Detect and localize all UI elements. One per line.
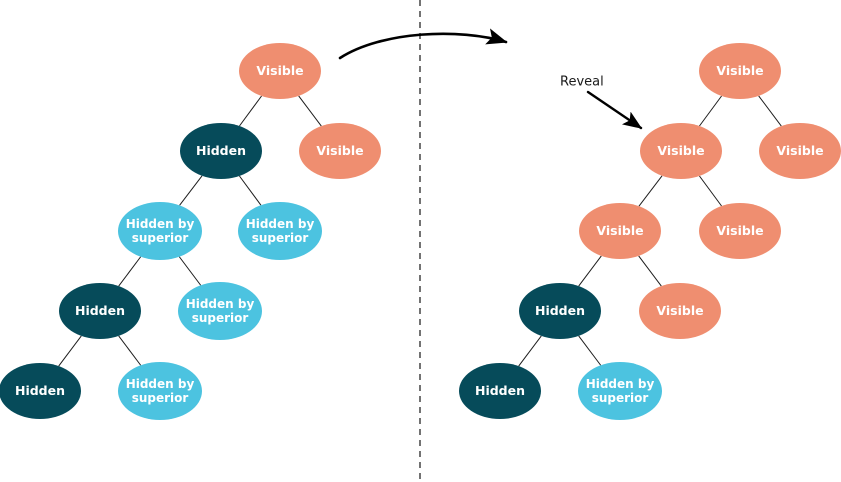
node-ellipse[interactable] (578, 362, 662, 420)
tree-edge (758, 95, 782, 127)
node-ellipse[interactable] (639, 283, 721, 339)
tree-edge (518, 335, 542, 367)
tree-node-visible[interactable]: Visible (299, 123, 381, 179)
before-tree-edges (58, 95, 322, 367)
node-ellipse[interactable] (0, 363, 81, 419)
tree-node-visible[interactable]: Visible (699, 203, 781, 259)
after-tree-edges (518, 95, 782, 367)
node-ellipse[interactable] (118, 202, 202, 260)
reveal-annotation-label: Reveal (560, 75, 604, 90)
tree-node-hidden[interactable]: Hidden (519, 283, 601, 339)
tree-node-visible[interactable]: Visible (239, 43, 321, 99)
tree-edge (699, 175, 722, 207)
node-ellipse[interactable] (59, 283, 141, 339)
node-label: Visible (256, 63, 303, 78)
node-ellipse[interactable] (640, 123, 722, 179)
node-label: Visible (656, 303, 703, 318)
node-ellipse[interactable] (759, 123, 841, 179)
node-ellipse[interactable] (118, 362, 202, 420)
node-label: Visible (776, 143, 823, 158)
node-ellipse[interactable] (299, 123, 381, 179)
node-label: Hidden (196, 143, 246, 158)
tree-node-visible[interactable]: Visible (639, 283, 721, 339)
tree-node-visible[interactable]: Visible (579, 203, 661, 259)
reveal-arrow-icon (586, 90, 643, 130)
tree-edge (118, 256, 142, 287)
tree-edge (298, 95, 322, 127)
tree-edge (638, 255, 662, 287)
tree-node-hidden[interactable]: Hidden (0, 363, 81, 419)
node-ellipse[interactable] (459, 363, 541, 419)
node-label: Visible (316, 143, 363, 158)
tree-edge (179, 175, 203, 206)
tree-node-visible[interactable]: Visible (640, 123, 722, 179)
tree-node-hidden[interactable]: Hidden (459, 363, 541, 419)
tree-node-hidden[interactable]: Hidden (180, 123, 262, 179)
tree-node-hidden[interactable]: Hidden (59, 283, 141, 339)
tree-edge (58, 335, 82, 367)
node-label: Hidden (75, 303, 125, 318)
tree-edge (578, 255, 602, 287)
node-label: Hidden (15, 383, 65, 398)
tree-node-visible[interactable]: Visible (699, 43, 781, 99)
node-ellipse[interactable] (239, 43, 321, 99)
node-ellipse[interactable] (238, 202, 322, 260)
tree-edge (118, 335, 142, 366)
tree-edge (178, 256, 202, 286)
node-ellipse[interactable] (699, 203, 781, 259)
node-label: Hidden (475, 383, 525, 398)
node-ellipse[interactable] (178, 282, 262, 340)
transform-arrow-icon (338, 28, 508, 60)
tree-edge (699, 95, 722, 127)
node-label: Visible (716, 63, 763, 78)
node-ellipse[interactable] (180, 123, 262, 179)
tree-node-visible[interactable]: Visible (759, 123, 841, 179)
node-ellipse[interactable] (699, 43, 781, 99)
node-ellipse[interactable] (519, 283, 601, 339)
tree-edge (638, 175, 663, 207)
tree-edge (239, 95, 262, 127)
tree-edge (239, 175, 262, 206)
node-label: Visible (716, 223, 763, 238)
node-label: Visible (657, 143, 704, 158)
node-label: Visible (596, 223, 643, 238)
node-label: Hidden (535, 303, 585, 318)
tree-edge (578, 335, 602, 366)
node-ellipse[interactable] (579, 203, 661, 259)
